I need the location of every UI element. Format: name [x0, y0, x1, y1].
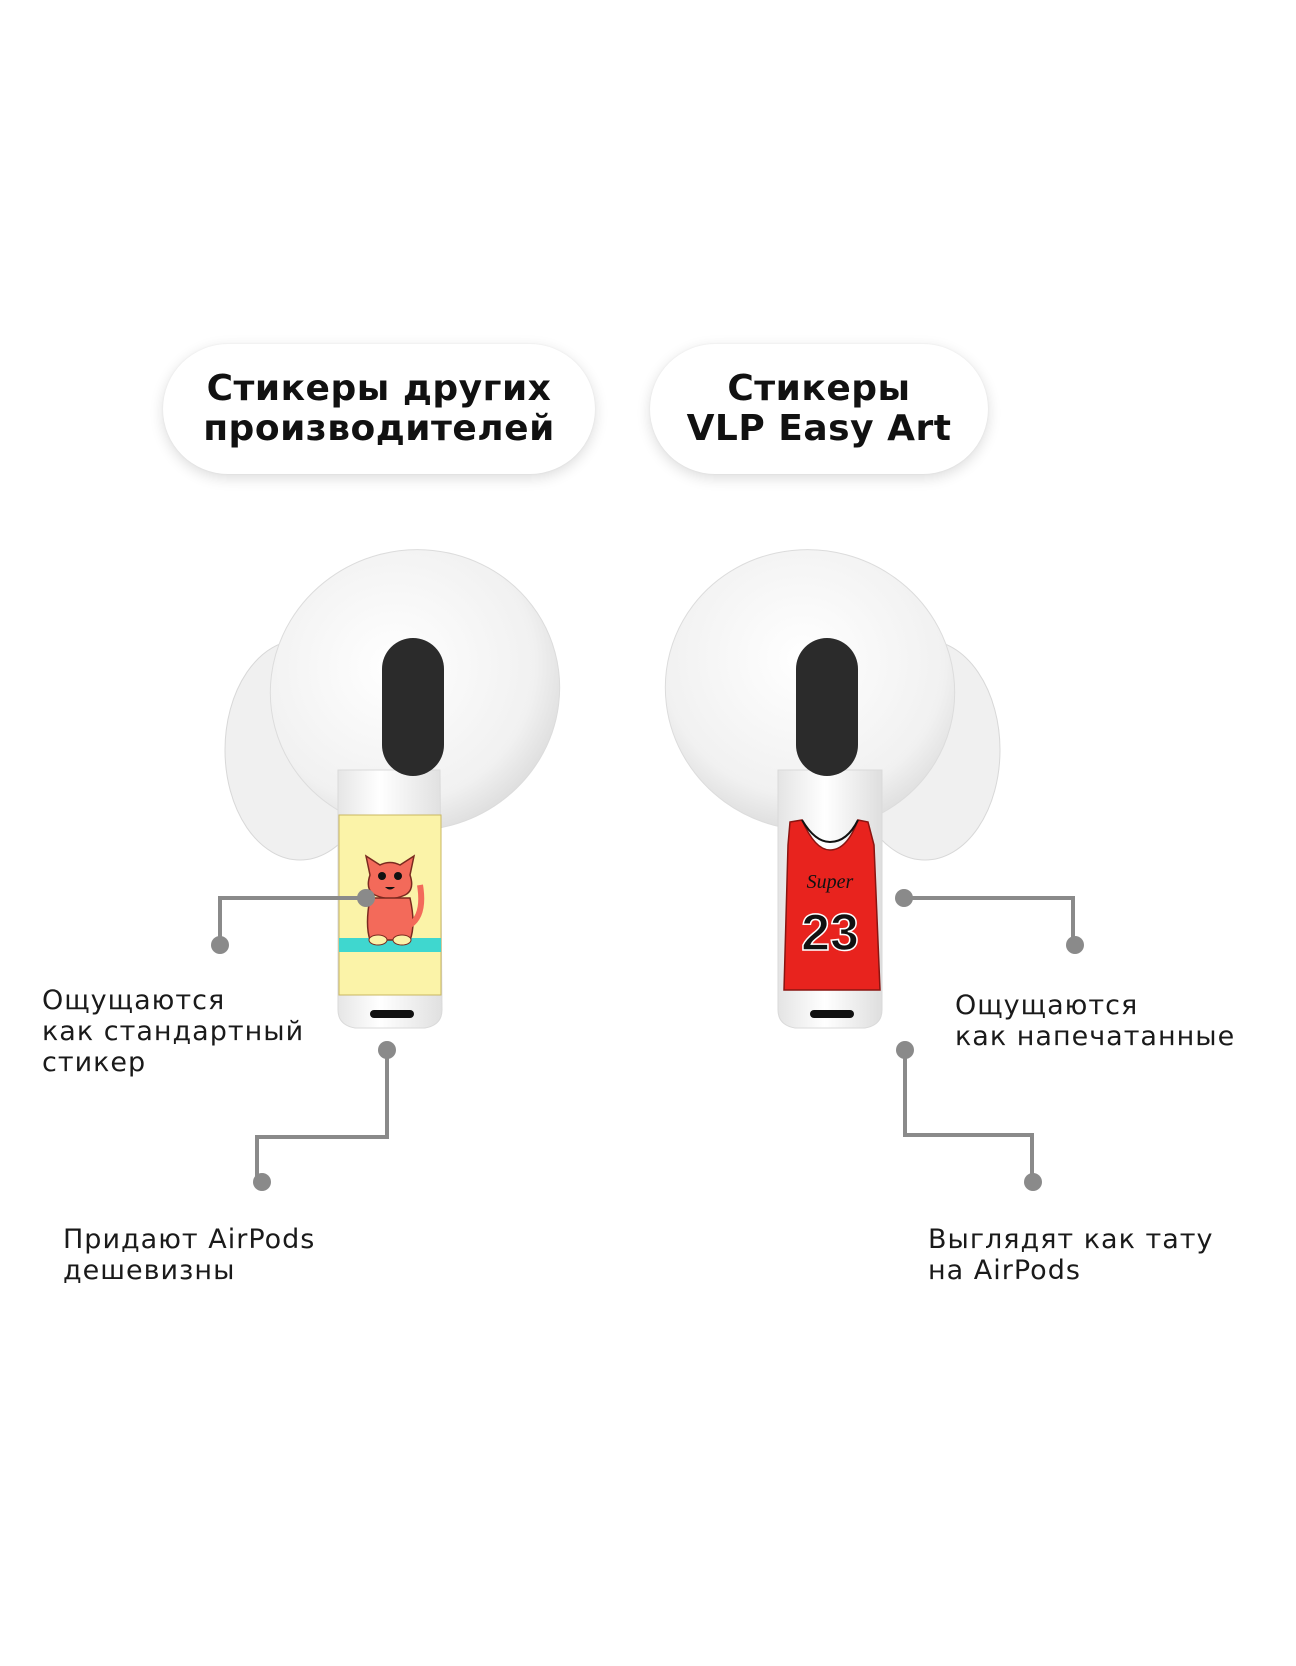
cat-sticker-icon	[338, 814, 442, 996]
caption-line: стикер	[42, 1047, 147, 1078]
caption-line: как стандартный	[42, 1016, 305, 1047]
svg-text:Super: Super	[807, 871, 854, 893]
caption-line: Ощущаются	[955, 990, 1139, 1021]
callout-dot	[1066, 936, 1084, 954]
caption-left-look: Придают AirPods дешевизны	[63, 1224, 315, 1286]
title-line: производителей	[203, 408, 555, 449]
caption-right-feel: Ощущаются как напечатанные	[955, 990, 1235, 1052]
title-line: Стикеры	[727, 368, 911, 409]
caption-line: Выглядят как тату	[928, 1224, 1214, 1255]
title-pill-other-manufacturers: Стикеры других производителей	[163, 344, 595, 474]
airpod-right-image: Super 23	[664, 549, 1001, 1029]
title-other-manufacturers: Стикеры других производителей	[203, 369, 555, 449]
title-vlp-easy-art: Стикеры VLP Easy Art	[687, 369, 952, 449]
callout-dot	[1024, 1173, 1042, 1191]
mesh-grille	[382, 638, 444, 776]
callout-dot	[378, 1041, 396, 1059]
caption-left-feel: Ощущаются как стандартный стикер	[42, 985, 304, 1078]
caption-line: дешевизны	[63, 1255, 236, 1286]
title-pill-vlp-easy-art: Стикеры VLP Easy Art	[650, 344, 988, 474]
svg-text:23: 23	[801, 904, 859, 962]
callout-dot	[253, 1173, 271, 1191]
title-line: Стикеры других	[206, 368, 552, 409]
caption-line: на AirPods	[928, 1255, 1081, 1286]
caption-line: Ощущаются	[42, 985, 226, 1016]
jersey-sticker-icon: Super 23	[783, 819, 881, 991]
title-line: VLP Easy Art	[686, 408, 952, 449]
callout-dot	[896, 1041, 914, 1059]
airpod-left-image	[224, 549, 561, 1029]
caption-line: как напечатанные	[955, 1021, 1236, 1052]
caption-right-look: Выглядят как тату на AirPods	[928, 1224, 1213, 1286]
caption-line: Придают AirPods	[63, 1224, 316, 1255]
